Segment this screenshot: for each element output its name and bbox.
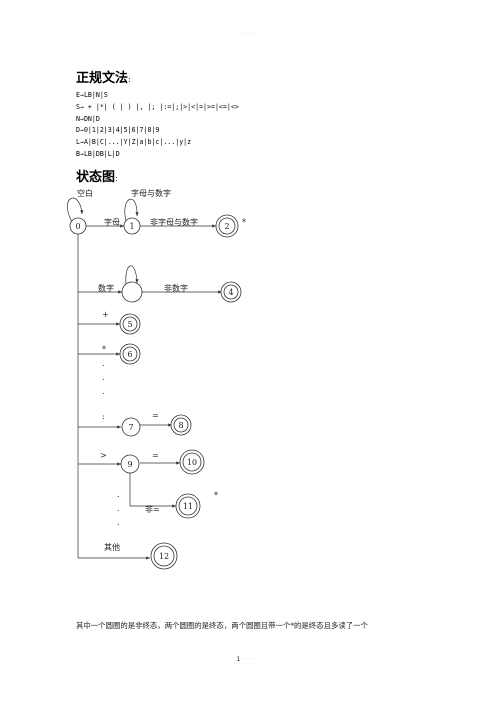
state-label: 9 xyxy=(127,460,132,469)
state-8: 8 xyxy=(170,414,192,436)
page-footer: 1 · · · · · xyxy=(0,656,496,663)
grammar-line: E→LB|N|S xyxy=(76,91,108,99)
state-11: 11 xyxy=(175,493,201,519)
state-label: 6 xyxy=(127,350,132,359)
footer-rest: · · · · · xyxy=(242,656,260,663)
label-non-digit: 非数字 xyxy=(164,283,188,293)
state-label: 8 xyxy=(178,421,183,430)
state-7: 7 xyxy=(121,417,141,437)
label-not-eq: 非= xyxy=(145,504,160,514)
dot: . xyxy=(102,373,105,382)
title-text: 正规文法 xyxy=(76,71,129,86)
state-1: 1 xyxy=(123,217,141,235)
state-9: 9 xyxy=(120,454,140,474)
state-3 xyxy=(121,281,143,303)
state-4: 4 xyxy=(220,281,242,303)
label-gt: > xyxy=(100,451,107,460)
label-digit: 数字 xyxy=(98,283,114,293)
state-label: 5 xyxy=(127,320,132,329)
dot: . xyxy=(117,490,120,499)
label-star: * xyxy=(102,345,106,354)
grammar-line: L→A|B|C|...|Y|Z|a|b|c|...|y|z xyxy=(76,138,192,147)
dot: . xyxy=(102,387,105,396)
loop-0 xyxy=(67,197,84,223)
state-2: 2 xyxy=(215,214,239,238)
label-other: 其他 xyxy=(104,542,120,552)
label-eq2: = xyxy=(152,451,159,460)
asterisk-2: * xyxy=(242,218,246,227)
edge-9-11 xyxy=(129,472,176,508)
state-title-colon: : xyxy=(115,174,118,183)
label-non-letter-digit: 非字母与数字 xyxy=(150,217,198,227)
page-header: · · · · · xyxy=(240,30,256,36)
state-10: 10 xyxy=(179,449,205,475)
grammar-line: S→ + |*| ( | ) |, |; |:=|;|>|<|=|>=|<=|<… xyxy=(76,102,239,111)
dot: . xyxy=(117,518,120,527)
state-5: 5 xyxy=(119,313,141,335)
page-number: 1 xyxy=(236,656,241,663)
asterisk-11: * xyxy=(214,491,218,500)
state-label: 7 xyxy=(128,423,133,432)
grammar-line: N→DN|D xyxy=(76,114,100,123)
note-text: 其中一个圆圈的是非终态，两个圆圈的是终态，两个圆圈且带一个*的是终态且多读了一个 xyxy=(76,621,368,630)
label-eq1: = xyxy=(152,411,159,420)
grammar-line: B→LB|DB|L|D xyxy=(76,149,120,158)
state-title-text: 状态图 xyxy=(76,170,116,185)
state-12: 12 xyxy=(150,542,178,570)
loop-1 xyxy=(124,198,139,222)
label-letter: 字母 xyxy=(104,217,120,227)
loop-3 xyxy=(125,265,139,285)
section-title-grammar: 正规文法: xyxy=(76,67,131,86)
label-letter-digit: 字母与数字 xyxy=(131,188,171,198)
label-plus: + xyxy=(102,310,109,319)
state-label: 10 xyxy=(187,458,197,467)
state-label: 0 xyxy=(75,222,80,231)
state-label: 4 xyxy=(228,288,233,297)
state-6: 6 xyxy=(119,343,141,365)
state-label: 12 xyxy=(159,552,169,561)
state-label: 11 xyxy=(183,502,193,511)
label-blank: 空白 xyxy=(77,188,93,198)
state-label: 2 xyxy=(224,222,229,231)
dot: . xyxy=(117,504,120,513)
grammar-block: E→LB|N|S S→ + |*| ( | ) |, |; |:=|;|>|<|… xyxy=(76,90,239,161)
dot: . xyxy=(102,359,105,368)
state-0: 0 xyxy=(69,217,87,235)
section-title-state-diagram: 状态图: xyxy=(76,166,118,185)
grammar-line: D→0|1|2|3|4|5|6|7|8|9 xyxy=(76,126,160,135)
state-label: 1 xyxy=(129,222,134,231)
title-colon: : xyxy=(128,75,131,84)
label-colon: : xyxy=(102,412,105,421)
